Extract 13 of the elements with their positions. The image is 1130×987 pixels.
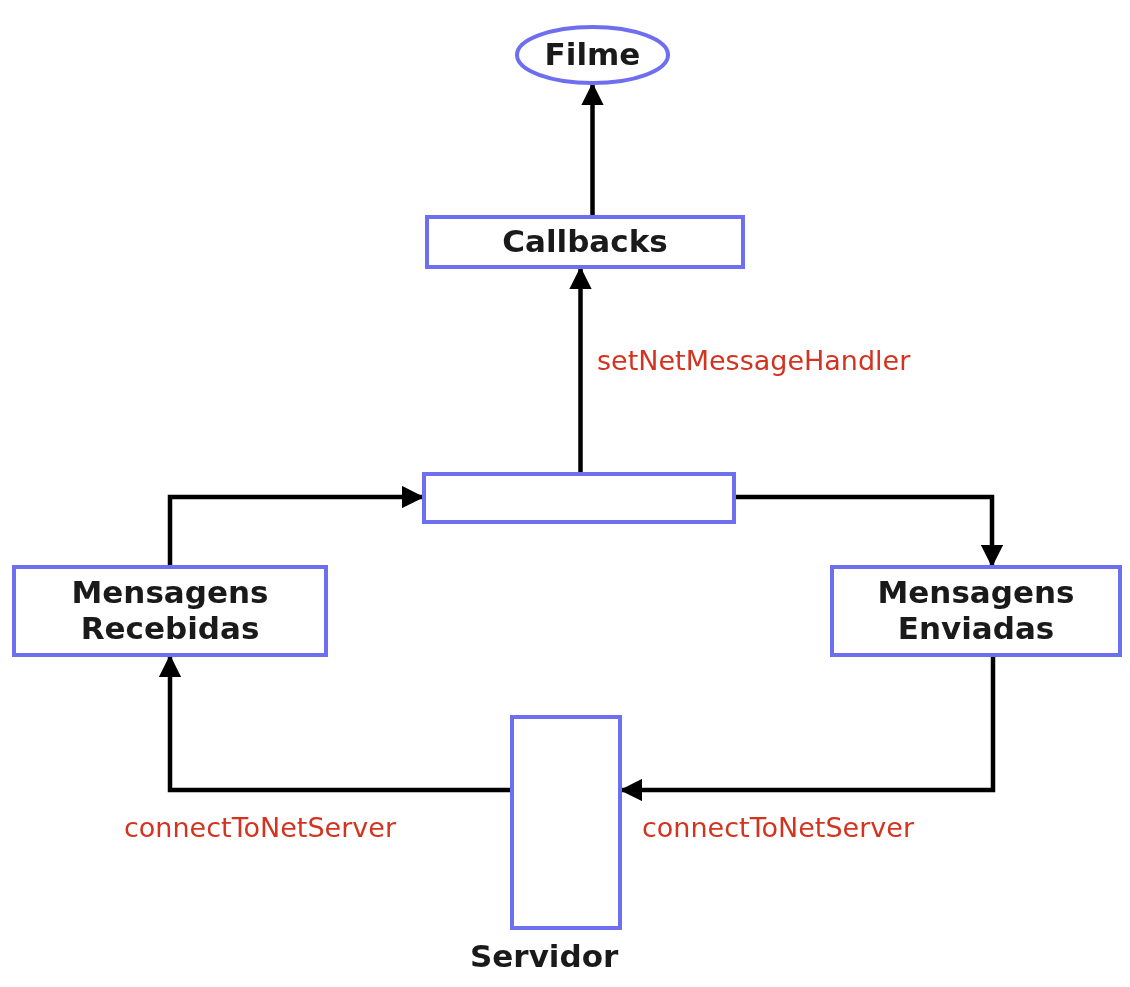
node-label: Mensagens Enviadas bbox=[876, 575, 1076, 647]
node-label: Mensagens Recebidas bbox=[70, 575, 270, 647]
node-label: Filme bbox=[544, 37, 641, 73]
process-box bbox=[425, 215, 745, 269]
empty-box bbox=[422, 472, 736, 524]
arrow bbox=[736, 494, 1004, 568]
process-box bbox=[12, 565, 328, 657]
process-box bbox=[830, 565, 1122, 657]
node-caption: Servidor bbox=[470, 938, 619, 974]
ellipse-node bbox=[515, 25, 670, 85]
node-label: Callbacks bbox=[502, 224, 668, 260]
arrow bbox=[581, 82, 604, 215]
empty-box bbox=[510, 715, 622, 930]
